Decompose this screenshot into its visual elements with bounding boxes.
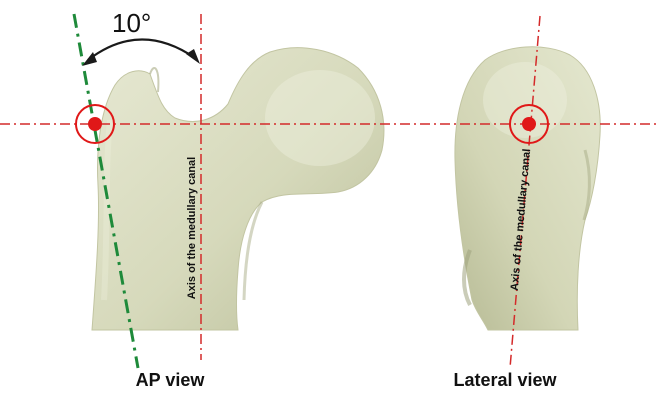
lateral-view-caption: Lateral view bbox=[453, 370, 557, 390]
ap-view-caption: AP view bbox=[136, 370, 206, 390]
ap-femur-bone bbox=[92, 48, 384, 330]
angle-label: 10° bbox=[112, 8, 151, 38]
angle-arc-arrow bbox=[82, 39, 200, 66]
ap-axis-label: Axis of the medullary canal bbox=[186, 157, 198, 299]
